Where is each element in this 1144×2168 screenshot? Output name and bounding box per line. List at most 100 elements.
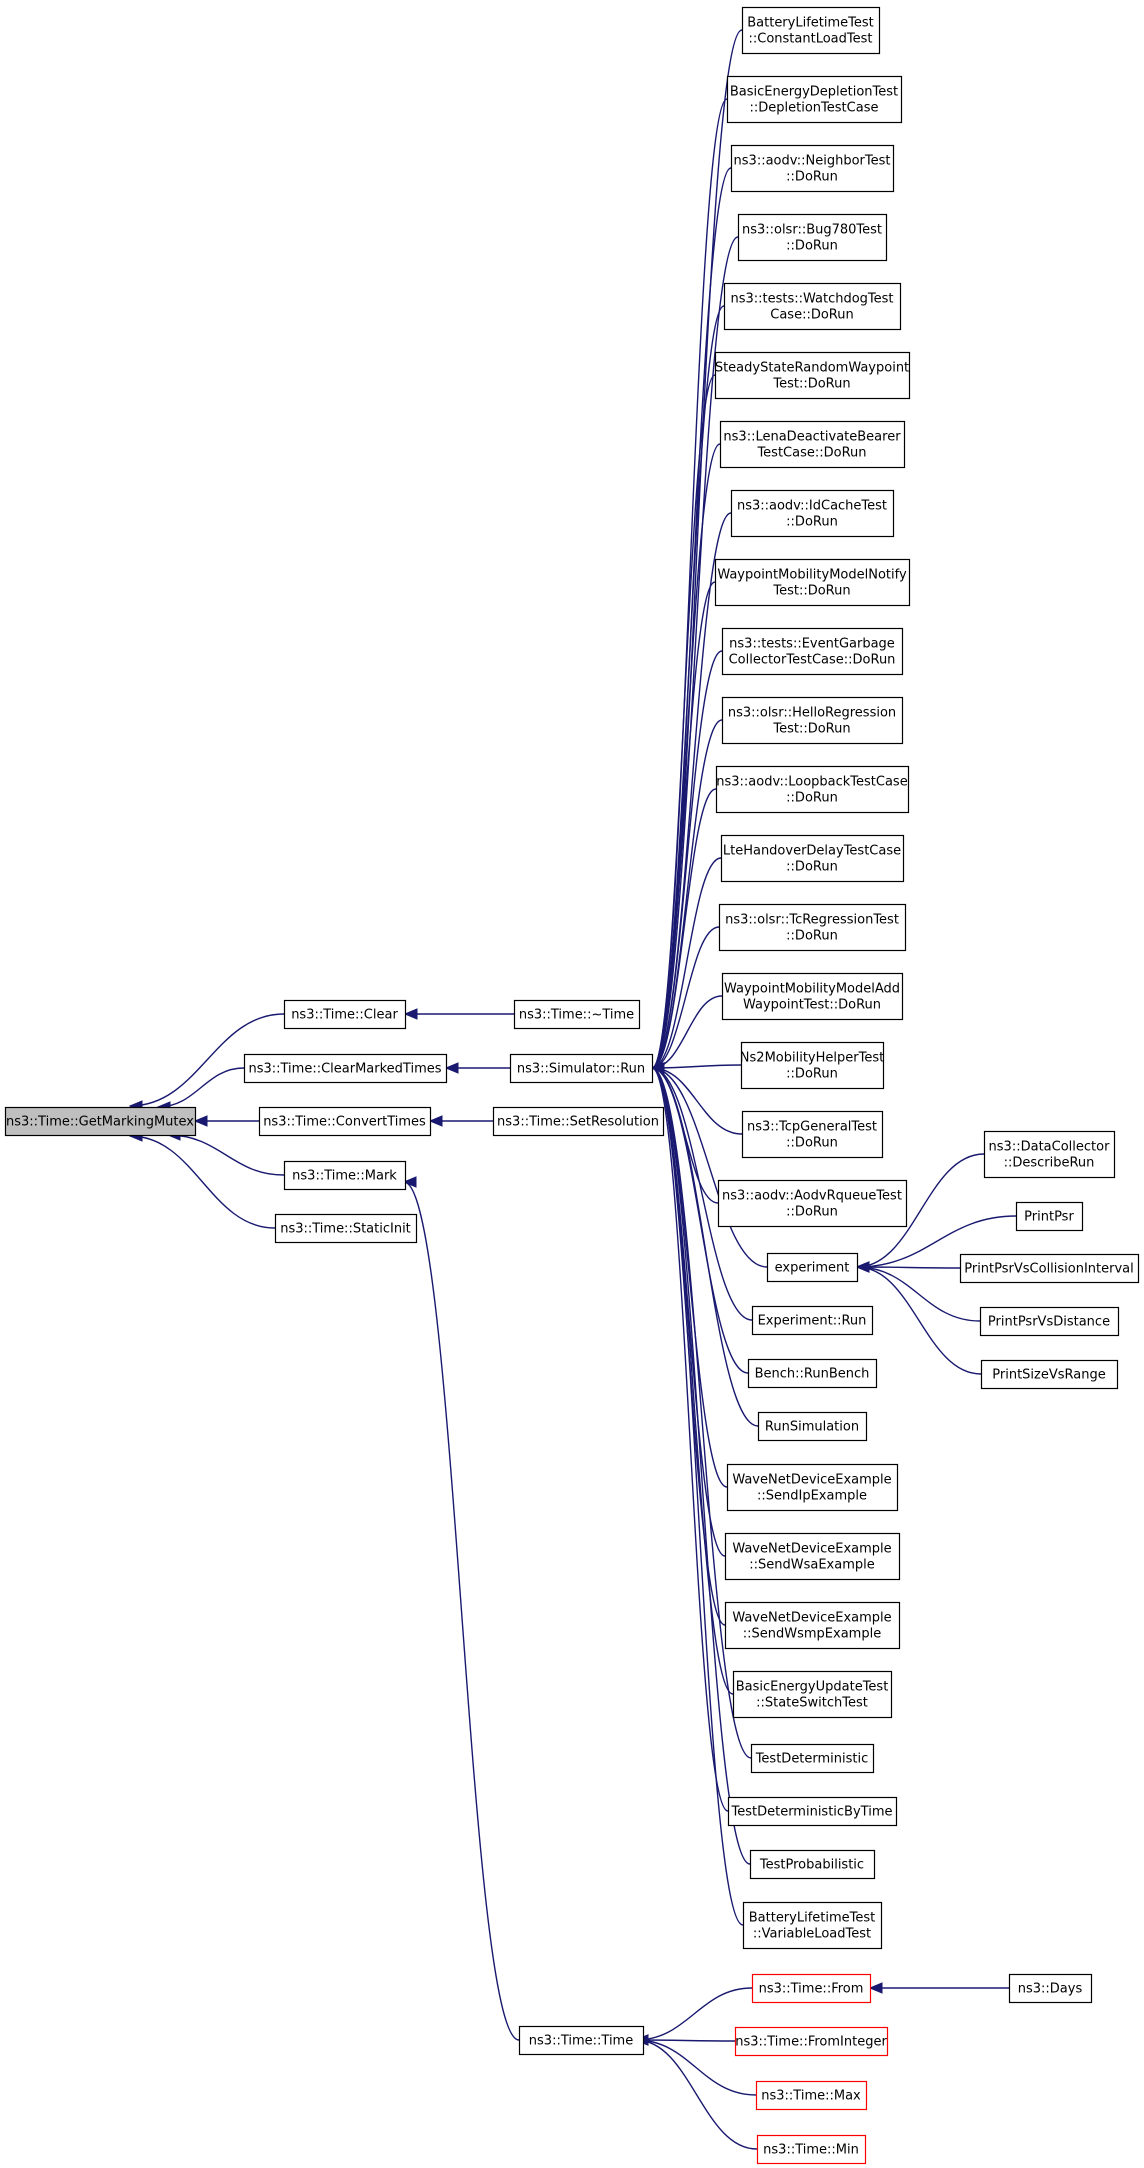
node-c25[interactable]: WaveNetDeviceExample::SendWsmpExample xyxy=(724,1601,901,1650)
node-c3[interactable]: ns3::aodv::NeighborTest::DoRun xyxy=(730,144,895,193)
node-c25-box[interactable] xyxy=(724,1601,901,1650)
node-e3[interactable]: PrintPsrVsCollisionInterval xyxy=(959,1253,1140,1284)
node-c2[interactable]: BasicEnergyDepletionTest::DepletionTestC… xyxy=(726,75,903,124)
node-c18-box[interactable] xyxy=(717,1179,908,1228)
node-dtor-box[interactable] xyxy=(513,999,641,1030)
node-c28-box[interactable] xyxy=(727,1796,898,1827)
node-c10-box[interactable] xyxy=(721,627,904,676)
node-mark-box[interactable] xyxy=(283,1160,407,1191)
node-simrun[interactable]: ns3::Simulator::Run xyxy=(509,1053,654,1084)
node-c13[interactable]: LteHandoverDelayTestCase::DoRun xyxy=(720,834,905,883)
node-experiment[interactable]: experiment xyxy=(766,1252,859,1283)
node-experiment-box[interactable] xyxy=(766,1252,859,1283)
node-c17-box[interactable] xyxy=(741,1110,884,1159)
node-c23-box[interactable] xyxy=(726,1463,899,1512)
node-c8[interactable]: ns3::aodv::IdCacheTest::DoRun xyxy=(730,489,895,538)
node-c9-box[interactable] xyxy=(714,558,911,607)
node-e5-box[interactable] xyxy=(980,1359,1119,1390)
node-e4[interactable]: PrintPsrVsDistance xyxy=(979,1306,1120,1337)
node-setresolution-box[interactable] xyxy=(492,1106,665,1137)
node-c10[interactable]: ns3::tests::EventGarbageCollectorTestCas… xyxy=(721,627,904,676)
node-c20-box[interactable] xyxy=(751,1305,874,1336)
node-clearmarkedtimes[interactable]: ns3::Time::ClearMarkedTimes xyxy=(243,1053,448,1084)
node-c30-box[interactable] xyxy=(742,1901,883,1950)
node-e2[interactable]: PrintPsr xyxy=(1015,1201,1084,1232)
node-staticinit-box[interactable] xyxy=(274,1213,418,1244)
node-e5[interactable]: PrintSizeVsRange xyxy=(980,1359,1119,1390)
node-dtor[interactable]: ns3::Time::~Time xyxy=(513,999,641,1030)
node-e1-box[interactable] xyxy=(983,1130,1116,1179)
node-c15[interactable]: WaypointMobilityModelAddWaypointTest::Do… xyxy=(721,972,904,1021)
node-c29[interactable]: TestProbabilistic xyxy=(749,1849,876,1880)
node-c29-box[interactable] xyxy=(749,1849,876,1880)
node-c26-box[interactable] xyxy=(732,1670,893,1719)
node-days[interactable]: ns3::Days xyxy=(1008,1973,1093,2004)
node-days-box[interactable] xyxy=(1008,1973,1093,2004)
node-c4-box[interactable] xyxy=(737,213,888,262)
node-c16[interactable]: Ns2MobilityHelperTest::DoRun xyxy=(740,1041,885,1090)
node-c12-box[interactable] xyxy=(715,765,910,814)
node-getmarkingmutex[interactable]: ns3::Time::GetMarkingMutex xyxy=(4,1106,197,1137)
node-c14[interactable]: ns3::olsr::TcRegressionTest::DoRun xyxy=(718,903,907,952)
node-c21[interactable]: Bench::RunBench xyxy=(747,1358,878,1389)
node-from[interactable]: ns3::Time::From xyxy=(751,1973,872,2004)
node-c26[interactable]: BasicEnergyUpdateTest::StateSwitchTest xyxy=(732,1670,893,1719)
node-c27[interactable]: TestDeterministic xyxy=(750,1743,875,1774)
node-c6-box[interactable] xyxy=(714,351,911,400)
node-frominteger-box[interactable] xyxy=(734,2026,889,2057)
node-c1[interactable]: BatteryLifetimeTest::ConstantLoadTest xyxy=(741,6,881,55)
node-mark[interactable]: ns3::Time::Mark xyxy=(283,1160,407,1191)
node-e1[interactable]: ns3::DataCollector::DescribeRun xyxy=(983,1130,1116,1179)
node-converttimes[interactable]: ns3::Time::ConvertTimes xyxy=(258,1106,432,1137)
node-c21-box[interactable] xyxy=(747,1358,878,1389)
node-c8-box[interactable] xyxy=(730,489,895,538)
node-staticinit[interactable]: ns3::Time::StaticInit xyxy=(274,1213,418,1244)
node-timector-box[interactable] xyxy=(518,2025,645,2056)
node-c24-box[interactable] xyxy=(724,1532,901,1581)
node-c24[interactable]: WaveNetDeviceExample::SendWsaExample xyxy=(724,1532,901,1581)
node-setresolution[interactable]: ns3::Time::SetResolution xyxy=(492,1106,665,1137)
node-c23[interactable]: WaveNetDeviceExample::SendIpExample xyxy=(726,1463,899,1512)
node-max-box[interactable] xyxy=(755,2080,868,2111)
node-e3-box[interactable] xyxy=(959,1253,1140,1284)
node-min[interactable]: ns3::Time::Min xyxy=(756,2134,867,2165)
node-c5-box[interactable] xyxy=(723,282,902,331)
node-c4[interactable]: ns3::olsr::Bug780Test::DoRun xyxy=(737,213,888,262)
node-timector[interactable]: ns3::Time::Time xyxy=(518,2025,645,2056)
node-c20[interactable]: Experiment::Run xyxy=(751,1305,874,1336)
node-c7-box[interactable] xyxy=(719,420,906,469)
node-c16-box[interactable] xyxy=(740,1041,885,1090)
node-getmarkingmutex-box[interactable] xyxy=(4,1106,197,1137)
node-min-box[interactable] xyxy=(756,2134,867,2165)
node-max[interactable]: ns3::Time::Max xyxy=(755,2080,868,2111)
node-c3-box[interactable] xyxy=(730,144,895,193)
node-c14-box[interactable] xyxy=(718,903,907,952)
node-c13-box[interactable] xyxy=(720,834,905,883)
node-simrun-box[interactable] xyxy=(509,1053,654,1084)
node-c11-box[interactable] xyxy=(721,696,904,745)
node-clearmarkedtimes-box[interactable] xyxy=(243,1053,448,1084)
node-c27-box[interactable] xyxy=(750,1743,875,1774)
node-c30[interactable]: BatteryLifetimeTest::VariableLoadTest xyxy=(742,1901,883,1950)
node-c2-box[interactable] xyxy=(726,75,903,124)
node-clear-box[interactable] xyxy=(283,999,407,1030)
node-c15-box[interactable] xyxy=(721,972,904,1021)
node-e2-box[interactable] xyxy=(1015,1201,1084,1232)
node-from-box[interactable] xyxy=(751,1973,872,2004)
node-c1-box[interactable] xyxy=(741,6,881,55)
node-c12[interactable]: ns3::aodv::LoopbackTestCase::DoRun xyxy=(715,765,910,814)
node-c22-box[interactable] xyxy=(757,1411,868,1442)
node-converttimes-box[interactable] xyxy=(258,1106,432,1137)
node-frominteger[interactable]: ns3::Time::FromInteger xyxy=(734,2026,889,2057)
node-c28[interactable]: TestDeterministicByTime xyxy=(727,1796,898,1827)
node-clear[interactable]: ns3::Time::Clear xyxy=(283,999,407,1030)
node-e4-box[interactable] xyxy=(979,1306,1120,1337)
node-c17[interactable]: ns3::TcpGeneralTest::DoRun xyxy=(741,1110,884,1159)
node-c18[interactable]: ns3::aodv::AodvRqueueTest::DoRun xyxy=(717,1179,908,1228)
node-c22[interactable]: RunSimulation xyxy=(757,1411,868,1442)
